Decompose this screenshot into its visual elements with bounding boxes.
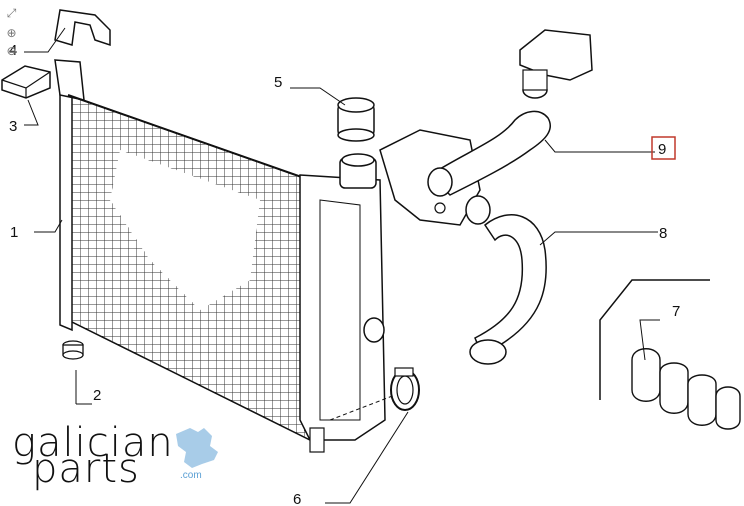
callout-6[interactable]: 6 (293, 491, 301, 506)
radiator-side-tank[interactable] (299, 153, 386, 453)
leader-lines (24, 27, 660, 504)
callout-4[interactable]: 4 (9, 42, 17, 59)
callout-8[interactable]: 8 (659, 225, 667, 242)
galicia-map-icon (176, 428, 218, 468)
rubber-pad[interactable] (1, 65, 51, 99)
zoom-in-icon[interactable]: ⊕ (6, 26, 17, 40)
zoom-out-icon[interactable]: ⊖ (6, 44, 17, 58)
brand-logo: galician parts .com (12, 420, 222, 494)
callouts: 1 2 3 4 5 6 7 8 9 (9, 42, 680, 506)
valve-fitting[interactable] (519, 29, 593, 99)
callout-7[interactable]: 7 (672, 303, 680, 320)
callout-2[interactable]: 2 (93, 387, 101, 404)
callout-3[interactable]: 3 (9, 118, 17, 135)
expansion-cap[interactable] (337, 97, 375, 142)
brand-line-1: galician (12, 420, 174, 466)
callout-9-highlight-box (651, 136, 676, 160)
hose-clamp[interactable] (390, 367, 420, 411)
hose-clips[interactable] (631, 348, 741, 430)
upper-hose[interactable] (427, 110, 551, 197)
brand-domain: .com (180, 470, 202, 481)
lower-hose[interactable] (469, 214, 547, 365)
callout-1[interactable]: 1 (10, 224, 18, 241)
mounting-bracket[interactable] (54, 9, 111, 47)
callout-5[interactable]: 5 (274, 74, 282, 91)
radiator[interactable] (54, 59, 311, 442)
callout-9[interactable]: 9 (658, 141, 666, 158)
expand-icon[interactable]: ⤢ (6, 6, 17, 20)
drain-plug[interactable] (62, 340, 84, 360)
clips-panel (599, 279, 710, 400)
brand-line-2: parts (32, 446, 140, 492)
